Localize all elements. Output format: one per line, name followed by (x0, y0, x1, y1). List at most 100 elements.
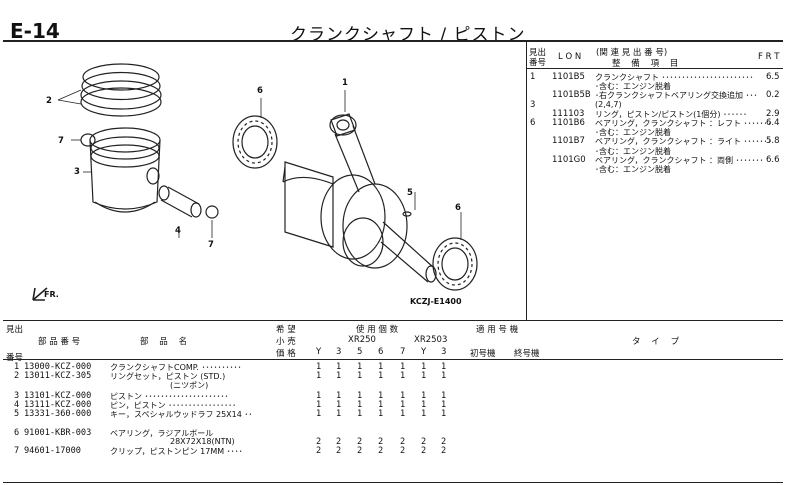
piston-rings (80, 63, 162, 117)
ref-lon: 1101B5 (552, 72, 585, 82)
piston (89, 127, 161, 213)
table-row-qty: 2 (316, 437, 322, 447)
table-row-part-no: 13111-KCZ-000 (24, 400, 92, 410)
table-row-qty: 1 (378, 409, 384, 419)
parts-head-part-no: 部 品 番 号 (38, 337, 81, 347)
ref-desc: ･含む：エンジン脱着 (595, 146, 671, 156)
ref-desc: ベアリング，クランクシャフト ：ライト ･･･････ (595, 137, 772, 147)
table-row-num: 5 (14, 409, 20, 419)
table-row-qty: 1 (378, 400, 384, 410)
parts-diagram (32, 63, 478, 301)
table-row-qty: 1 (400, 409, 406, 419)
table-row-qty: 2 (336, 437, 342, 447)
ref-desc: (2,4,7) (595, 99, 622, 109)
table-row-qty: 1 (421, 362, 427, 372)
table-row-qty: 2 (378, 446, 384, 456)
table-row-qty: 1 (400, 400, 406, 410)
table-row-qty: 2 (441, 437, 447, 447)
table-row-qty: 1 (357, 400, 363, 410)
table-row-qty: 2 (400, 437, 406, 447)
parts-head-kakaku: 価 格 (276, 349, 296, 359)
ref-frt: 2.9 (766, 108, 780, 119)
table-row-qty: 1 (316, 362, 322, 372)
callout-4: 4 (175, 226, 181, 236)
table-row-qty: 1 (336, 409, 342, 419)
table-row-qty: 1 (378, 391, 384, 401)
callout-2: 2 (46, 96, 52, 106)
table-row-qty: 1 (441, 371, 447, 381)
callout-5: 5 (407, 188, 413, 198)
bearing-right (432, 237, 478, 291)
ref-num: 1 (530, 72, 536, 82)
table-row-qty: 1 (378, 362, 384, 372)
ref-desc: クランクシャフト ･･･････････････････････ (595, 73, 754, 82)
ref-desc: ･含む：エンジン脱着 (595, 128, 671, 138)
front-arrow-icon (32, 287, 48, 301)
table-row-part-no: 91001-KBR-003 (24, 428, 92, 438)
table-row-qty: 1 (421, 391, 427, 401)
model-xr250: XR250 (348, 335, 376, 345)
ref-desc: ･含む：エンジン脱着 (595, 165, 671, 174)
table-row-qty: 1 (357, 409, 363, 419)
table-row-name: 28X72X18(NTN) (170, 437, 235, 446)
ref-desc: ベアリング，クランクシャフト ：両側 ･･･････ (595, 155, 764, 165)
parts-head-type: タ イ プ (632, 337, 680, 347)
table-row-qty: 1 (441, 391, 447, 401)
ref-desc: リング，ピストン/ピストン(1個分) ･･････ (595, 109, 748, 119)
callout-6b: 6 (455, 203, 461, 213)
table-row-qty: 2 (336, 446, 342, 456)
ref-frt: 6.6 (766, 154, 780, 165)
table-row-qty: 1 (441, 362, 447, 372)
front-label: FR. (44, 290, 59, 299)
callout-7a: 7 (58, 136, 64, 146)
ref-lon: 1101B7 (552, 136, 585, 147)
year-label: Y (421, 347, 427, 357)
exploded-view (3, 42, 525, 320)
table-row-qty: 2 (421, 437, 427, 447)
sheet-code: E-14 (10, 19, 60, 43)
table-row-part-no: 13000-KCZ-000 (24, 362, 92, 372)
table-row-qty: 1 (357, 391, 363, 401)
parts-head-mi: 見出 (6, 325, 24, 335)
ref-head-rule (526, 68, 783, 69)
bottom-rule (3, 482, 783, 483)
ref-desc: ベアリング，クランクシャフト ：レフト ･･･････ (595, 119, 772, 128)
ref-head-kanren: (関 連 見 出 番 号) (596, 48, 668, 58)
callout-6a: 6 (257, 86, 263, 96)
table-row-name: (ニツポン) (170, 381, 209, 390)
parts-head-kibou: 希 望 (276, 325, 296, 335)
table-row-name: リングセット，ピストン (STD.) (110, 372, 226, 381)
ref-desc: ･含む：エンジン脱着 (595, 82, 671, 92)
ref-divider (526, 42, 527, 320)
crankshaft (282, 113, 437, 283)
model-xr2503: XR2503 (414, 335, 448, 345)
table-row-qty: 2 (316, 446, 322, 456)
parts-top-rule (3, 320, 783, 321)
table-row-qty: 2 (357, 437, 363, 447)
ref-lon: 1101B5B (552, 90, 591, 101)
table-row-qty: 1 (316, 409, 322, 419)
bearing-left (232, 115, 278, 169)
table-row-name: ベアリング，ラジアルボール (110, 429, 214, 438)
table-row-qty: 1 (421, 409, 427, 419)
leader-lines (57, 89, 462, 240)
table-row-qty: 2 (357, 446, 363, 456)
table-row-qty: 1 (336, 400, 342, 410)
year-label: 3 (336, 347, 342, 357)
parts-head-kouri: 小 売 (276, 337, 296, 347)
year-label: Y (316, 347, 322, 357)
header-rule (3, 40, 783, 42)
callout-3: 3 (74, 167, 80, 177)
table-row-num: 3 (14, 391, 20, 401)
table-row-num: 6 (14, 428, 20, 438)
ref-lon: 1101G0 (552, 154, 586, 165)
ref-frt: 6.5 (766, 72, 780, 82)
ref-lon: 1101B6 (552, 118, 585, 128)
table-row-qty: 2 (400, 446, 406, 456)
ref-head-frt: F R T (758, 52, 780, 62)
table-row-qty: 1 (336, 391, 342, 401)
table-row-qty: 2 (421, 446, 427, 456)
ref-lon: 111103 (552, 108, 585, 119)
table-row-name: ピン，ピストン ･････････････････ (110, 401, 237, 410)
ref-frt: 5.8 (766, 136, 780, 147)
